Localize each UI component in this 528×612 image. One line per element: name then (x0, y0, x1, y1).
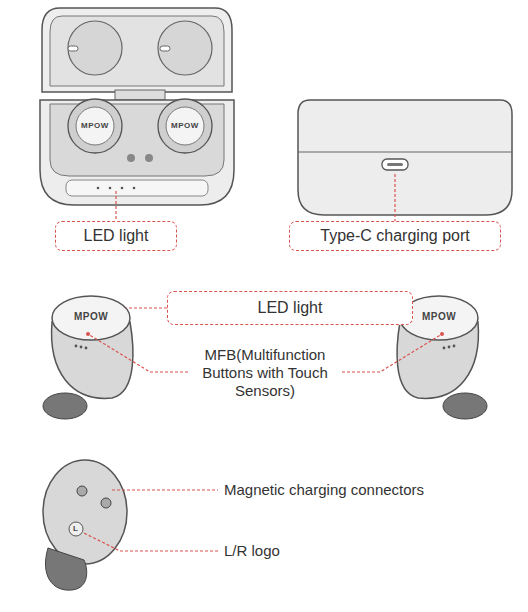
callout-box: LED light (167, 291, 413, 325)
brand-logo: MPOW (422, 311, 456, 323)
brand-logo: MPOW (171, 121, 199, 131)
brand-logo: MPOW (74, 311, 108, 323)
callout-label: LED light (258, 298, 323, 317)
callout-box: LED light (55, 221, 177, 251)
side-logo: L (73, 524, 78, 534)
callout-label: Type-C charging port (320, 226, 469, 245)
part-label: MFB(Multifunction Buttons with Touch Sen… (190, 346, 340, 400)
part-label: L/R logo (224, 542, 280, 560)
brand-logo: MPOW (81, 121, 109, 131)
part-label: Magnetic charging connectors (224, 481, 424, 499)
callout-label: LED light (84, 226, 149, 245)
callout-box: Type-C charging port (289, 221, 501, 251)
